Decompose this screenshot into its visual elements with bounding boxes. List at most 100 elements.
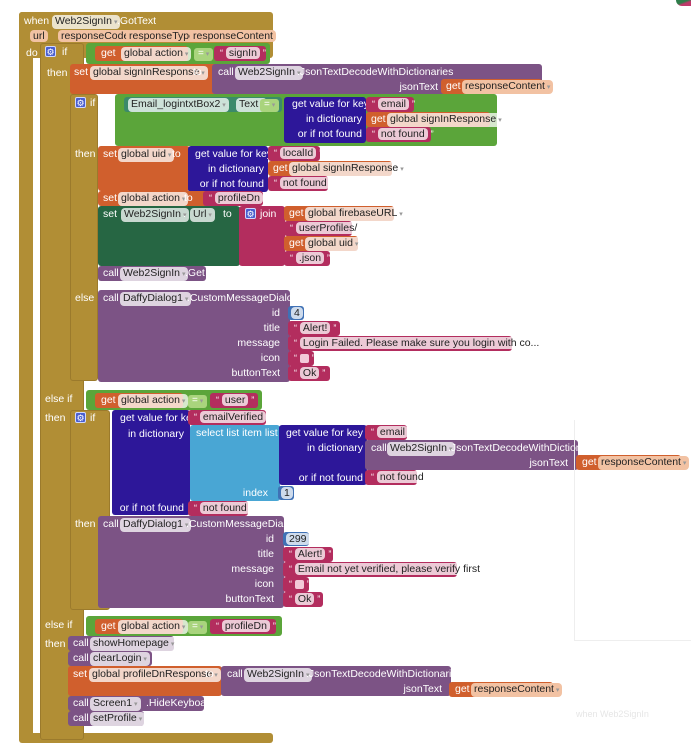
procedure-dropdown[interactable]: clearLogin xyxy=(90,652,150,666)
component-dropdown[interactable]: Email_logintxtBox2 xyxy=(128,98,229,112)
number-value[interactable]: 299 xyxy=(286,533,310,545)
var-dropdown[interactable]: global action xyxy=(121,47,192,61)
eq-operator-dropdown[interactable]: = xyxy=(188,621,208,634)
inner-if-block[interactable] xyxy=(70,94,98,381)
text-value[interactable]: email xyxy=(376,426,409,438)
text-value[interactable]: not found xyxy=(377,128,428,140)
var-dropdown[interactable]: global action xyxy=(118,192,189,206)
var-dropdown[interactable]: global firebaseURL xyxy=(305,207,406,221)
component-dropdown[interactable]: DaffyDialog1 xyxy=(120,292,192,306)
or-if-not-found-label: or if not found xyxy=(199,178,264,190)
param-responsecontent[interactable]: responseContent xyxy=(190,30,276,42)
var-dropdown[interactable]: global action xyxy=(118,620,189,634)
mutator-gear-icon[interactable]: ⚙ xyxy=(75,97,86,108)
procedure-dropdown[interactable]: showHomepage xyxy=(90,637,178,651)
join-label: join xyxy=(260,208,277,220)
get-label: get xyxy=(446,80,461,92)
var-dropdown[interactable]: global uid xyxy=(305,237,362,251)
empty-text-icon[interactable] xyxy=(294,579,304,589)
param-responsetype[interactable]: responseType xyxy=(126,30,198,42)
text-value[interactable]: Alert! xyxy=(294,548,326,560)
component-dropdown[interactable]: Web2SignIn xyxy=(235,66,304,80)
number-value[interactable]: 1 xyxy=(281,487,293,499)
method-name: .JsonTextDecodeWithDictionaries xyxy=(306,668,463,680)
dot-label: . xyxy=(183,208,186,220)
mutator-gear-icon[interactable]: ⚙ xyxy=(75,412,86,423)
var-dropdown[interactable]: global uid xyxy=(118,148,175,162)
var-dropdown[interactable]: responseContent xyxy=(598,456,690,470)
component-dropdown[interactable]: Web2SignIn xyxy=(387,442,456,456)
eq-operator-dropdown[interactable]: = xyxy=(188,395,208,408)
text-value[interactable]: Email not yet verified, please verify fi… xyxy=(294,563,483,575)
component-dropdown[interactable]: Web2SignIn xyxy=(120,267,189,281)
text-value[interactable]: profileDn xyxy=(214,192,263,204)
param-url[interactable]: url xyxy=(30,30,48,42)
then-label-4: then xyxy=(75,518,96,530)
component-dropdown[interactable]: Web2SignIn xyxy=(52,15,121,29)
to-label: to xyxy=(184,192,193,204)
arg-label-message: message xyxy=(237,337,280,349)
component-dropdown[interactable]: Web2SignIn xyxy=(244,668,313,682)
text-value[interactable]: not found xyxy=(199,502,250,514)
select-list-item-block[interactable] xyxy=(190,425,280,501)
dict-lookup-block[interactable] xyxy=(279,425,367,485)
set-label: set xyxy=(103,148,118,160)
var-dropdown[interactable]: responseContent xyxy=(462,80,554,94)
eq-operator-dropdown[interactable]: = xyxy=(194,48,214,61)
get-label: get xyxy=(101,620,116,632)
var-dropdown[interactable]: global signInResponse xyxy=(289,162,407,176)
get-label: get xyxy=(289,237,304,249)
if-label: if xyxy=(90,412,96,424)
text-value[interactable]: Alert! xyxy=(299,322,331,334)
event-name: .GotText xyxy=(117,15,157,27)
text-value[interactable]: Ok xyxy=(299,367,320,379)
dict-lookup-block[interactable] xyxy=(284,97,366,143)
text-value[interactable]: Ok xyxy=(294,593,315,605)
property-dropdown[interactable]: Url xyxy=(190,208,215,222)
dict-lookup-block[interactable] xyxy=(112,410,190,515)
mutator-gear-icon[interactable]: ⚙ xyxy=(245,208,256,219)
get-label: get xyxy=(289,207,304,219)
text-value[interactable]: email xyxy=(377,98,410,110)
set-label: set xyxy=(103,208,118,220)
component-dropdown[interactable]: Screen1 xyxy=(90,697,141,711)
method-name: .CustomMessageDialog xyxy=(187,292,299,304)
text-value[interactable]: userProfiles/ xyxy=(295,222,361,234)
empty-text-icon[interactable] xyxy=(299,353,309,363)
or-if-not-found-label: or if not found xyxy=(298,472,363,484)
get-value-for-key-label: get value for key xyxy=(292,98,370,110)
var-dropdown[interactable]: responseContent xyxy=(471,683,563,697)
dict-lookup-block[interactable] xyxy=(188,146,268,192)
then-label-3: then xyxy=(45,412,66,424)
text-value[interactable]: localId xyxy=(279,147,317,159)
text-value[interactable]: signIn xyxy=(225,47,260,59)
mutator-gear-icon[interactable]: ⚙ xyxy=(45,46,56,57)
text-value[interactable]: emailVerified xyxy=(199,411,267,423)
get-label: get xyxy=(582,456,597,468)
procedure-dropdown[interactable]: setProfile xyxy=(90,712,146,726)
text-value[interactable]: .json xyxy=(295,252,325,264)
eq-operator-dropdown[interactable]: = xyxy=(260,99,280,112)
component-dropdown[interactable]: DaffyDialog1 xyxy=(120,518,192,532)
method-name: .Get xyxy=(185,267,205,279)
var-dropdown[interactable]: global signInResponse xyxy=(90,66,208,80)
else-if-label-2: else if xyxy=(45,619,73,631)
component-dropdown[interactable]: Web2SignIn xyxy=(121,208,190,222)
get-label: get xyxy=(371,113,386,125)
call-label: call xyxy=(371,442,387,454)
text-value[interactable]: Login Failed. Please make sure you login… xyxy=(299,337,543,349)
text-value[interactable]: user xyxy=(221,394,249,406)
in-dictionary-label: in dictionary xyxy=(127,428,184,440)
number-value[interactable]: 4 xyxy=(291,307,303,319)
text-value[interactable]: profileDn xyxy=(221,620,270,632)
var-dropdown[interactable]: global signInResponse xyxy=(387,113,505,127)
param-responsecode[interactable]: responseCode xyxy=(58,30,133,42)
text-value[interactable]: not found xyxy=(376,471,427,483)
var-dropdown[interactable]: global action xyxy=(118,394,189,408)
in-dictionary-label: in dictionary xyxy=(207,163,264,175)
var-dropdown[interactable]: global profileDnResponse xyxy=(89,668,221,682)
call-label: call xyxy=(73,697,89,709)
text-value[interactable]: not found xyxy=(279,177,330,189)
get-label: get xyxy=(101,47,116,59)
arg-label-buttontext: buttonText xyxy=(231,367,280,379)
